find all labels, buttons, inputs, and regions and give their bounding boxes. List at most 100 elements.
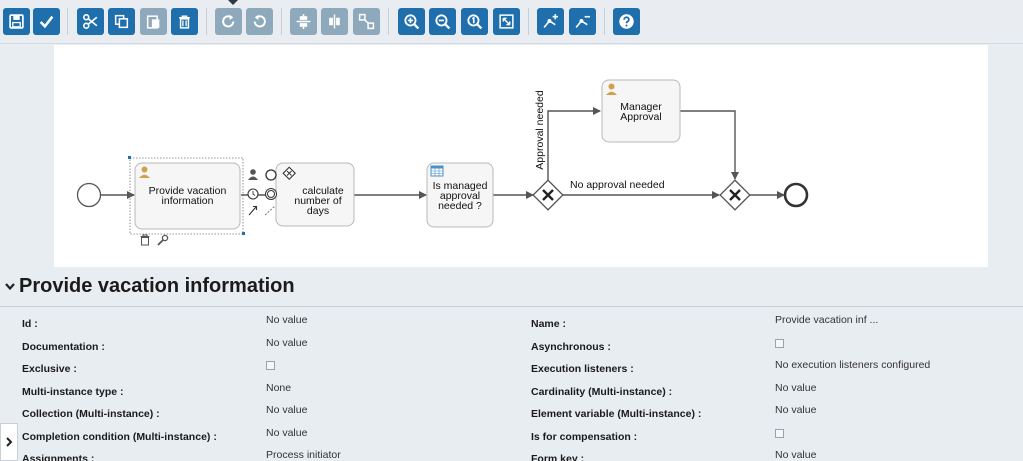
copy-button[interactable] [108,8,135,35]
diagram-svg [76,79,809,246]
flow-approval-needed[interactable] [547,107,601,180]
align-vertical-button[interactable] [321,8,348,35]
task-label-line: calculate [278,186,354,196]
quick-menu-delete-icon[interactable] [140,234,150,246]
remove-bendpoint-button[interactable] [569,8,596,35]
property-value[interactable]: Process initiator [266,449,341,461]
property-row[interactable]: Assignments :Process initiator [0,449,1023,461]
property-value[interactable]: No value [775,404,817,416]
paste-button[interactable] [140,8,167,35]
redo-button[interactable] [215,8,242,35]
property-label: Id : [22,318,38,330]
property-checkbox[interactable] [266,361,275,370]
add-bendpoint-icon [543,14,558,28]
property-row[interactable]: Cardinality (Multi-instance) :No value [0,382,1023,404]
zoom-actual-button[interactable] [461,8,488,35]
flow-no-approval-label: No approval needed [570,179,665,191]
property-value[interactable]: No value [775,449,817,461]
quick-menu-intermediate-event-icon[interactable] [265,188,277,200]
exclusive-gateway-split[interactable] [532,179,564,211]
quick-menu-timer-icon[interactable] [247,188,259,200]
validate-button[interactable] [33,8,60,35]
property-row[interactable]: Element variable (Multi-instance) : No va… [0,404,1023,426]
property-label: Element variable (Multi-instance) : [531,408,702,420]
quick-menu-wrench-icon[interactable] [157,234,169,246]
property-value[interactable]: None [266,381,292,394]
property-label: Documentation : [22,340,105,353]
flow-approval-label: Approval needed [534,90,546,170]
property-value[interactable]: No value [266,404,308,416]
property-row[interactable]: Collection (Multi-instance) :No value [0,404,1023,426]
task-manager-approval[interactable] [601,79,681,143]
property-value[interactable]: No execution listeners configured [775,359,931,371]
task-managed-label: Is managed approval needed ? [429,181,491,212]
quick-menu-user-task-icon[interactable] [248,169,258,180]
quick-menu-gateway-icon[interactable] [282,166,296,181]
flow-manager-to-gateway[interactable] [680,110,739,180]
zoom-out-button[interactable] [429,8,456,35]
property-label: Name : [531,318,567,330]
properties-header[interactable]: Provide vacation information [0,267,1023,307]
toolbar-separator [604,8,605,35]
property-value[interactable]: No value [266,314,308,326]
quick-menu-end-event-icon[interactable] [265,169,277,181]
property-row[interactable]: Completion condition (Multi-instance) :N… [0,427,1023,449]
undo-button[interactable] [246,8,273,35]
chevron-down-icon[interactable] [4,280,16,292]
align-horizontal-icon [296,14,311,29]
zoom-in-icon [404,14,420,30]
property-row[interactable]: Asynchronous : [0,337,1023,359]
zoom-in-button[interactable] [398,8,425,35]
property-row[interactable]: Is for compensation : [0,427,1023,449]
same-size-button[interactable] [353,8,380,35]
property-row[interactable]: Multi-instance type :None [0,382,1023,404]
quick-menu [140,166,296,246]
delete-button[interactable] [171,8,198,35]
quick-menu-association-icon[interactable] [264,205,276,216]
save-button[interactable] [3,8,30,35]
selection-handle[interactable] [242,232,245,235]
toolbar-separator [206,8,207,35]
property-row[interactable]: Id : No value [0,314,1023,336]
task-label-partial-char: c [302,186,308,197]
property-value[interactable]: No value [266,426,308,439]
property-value[interactable]: No value [266,336,308,349]
property-row[interactable]: Execution listeners :No execution listen… [0,359,1023,381]
align-horizontal-button[interactable] [290,8,317,35]
property-value[interactable]: No value [775,381,817,394]
expand-panel-tab[interactable] [0,423,18,461]
exclusive-gateway-join[interactable] [719,179,751,211]
canvas-area: Provide vacation information calculate n… [0,45,1023,267]
toolbar [0,0,1023,44]
task-label-line: information [161,195,214,207]
property-row[interactable]: Exclusive : [0,359,1023,381]
selection-handle[interactable] [128,156,131,159]
add-bendpoint-button[interactable] [537,8,564,35]
diagram-canvas[interactable]: Provide vacation information calculate n… [54,45,988,267]
paste-icon [146,15,160,29]
chevron-right-icon [6,437,13,447]
property-row[interactable]: Name : Provide vacation inf ... [0,314,1023,336]
cut-button[interactable] [77,8,104,35]
property-value[interactable]: Provide vacation inf ... [775,314,879,326]
property-label: Exclusive : [22,363,77,375]
zoom-out-icon [435,14,451,30]
property-label: Asynchronous : [531,340,611,353]
task-provide-vacation[interactable] [134,162,241,230]
task-label-line: Approval [620,111,662,123]
property-checkbox[interactable] [775,428,784,438]
property-checkbox[interactable] [775,338,784,348]
toolbar-separator [388,8,389,35]
property-row[interactable]: Documentation : No value [0,337,1023,359]
copy-icon [114,14,129,29]
help-button[interactable] [613,8,640,35]
help-icon [619,14,634,29]
end-event[interactable] [783,182,809,208]
start-event[interactable] [76,182,102,208]
properties-title: Provide vacation information [19,275,295,297]
save-icon [9,14,24,29]
quick-menu-sequence-flow-icon[interactable] [248,205,258,216]
property-row[interactable]: Form key :No value [0,449,1023,461]
task-is-managed-approval[interactable] [426,162,494,228]
zoom-fit-button[interactable] [493,8,520,35]
